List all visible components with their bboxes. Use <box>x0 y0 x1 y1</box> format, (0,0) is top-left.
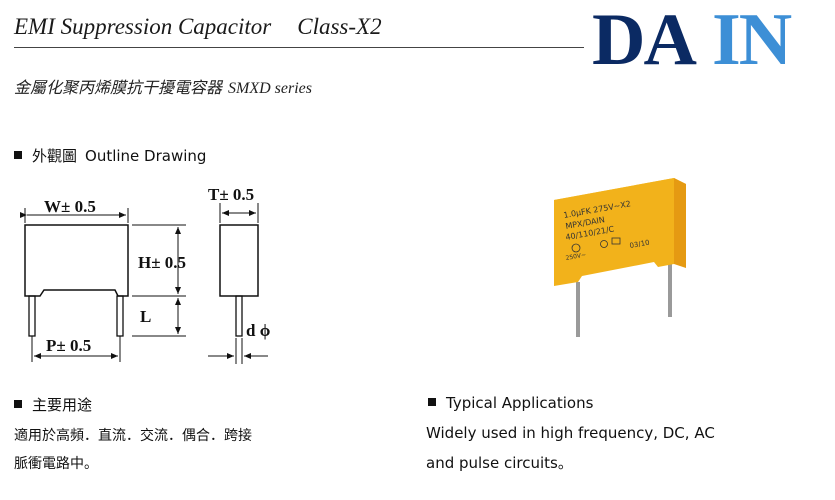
outline-heading: 外觀圖 Outline Drawing <box>14 145 206 166</box>
applications-heading-cn-text: 主要用途 <box>32 397 93 414</box>
svg-text:IN: IN <box>712 4 792 70</box>
dain-logo: DA IN <box>592 4 794 70</box>
applications-text-cn-line1: 適用於高頻．直流．交流．偶合．跨接 <box>14 428 252 444</box>
product-title: EMI Suppression Capacitor <box>14 14 272 39</box>
outline-heading-cn: 外觀圖 <box>32 148 78 165</box>
applications-heading-en: Typical Applications <box>428 394 593 412</box>
outline-drawing: W± 0.5 P± 0.5 H± 0.5 L T± 0.5 d ϕ <box>20 185 270 364</box>
series-label: SMXD series <box>228 80 312 97</box>
photo-body-front <box>554 178 674 286</box>
subtitle-chinese: 金屬化聚丙烯膜抗干擾電容器 <box>14 78 223 97</box>
front-lead-left <box>28 295 36 337</box>
bullet-icon <box>14 400 22 409</box>
outline-heading-en: Outline Drawing <box>85 147 207 165</box>
capacitor-photo: 1.0µFK 275V~X2 MPX/DAIN 40/110/21/C 250V… <box>554 178 686 337</box>
dim-l-label: L <box>140 307 151 326</box>
ce-mark-icon <box>611 237 621 245</box>
photo-lead-left <box>576 282 580 337</box>
subtitle: 金屬化聚丙烯膜抗干擾電容器 SMXD series <box>14 74 312 98</box>
document-title: EMI Suppression Capacitor Class-X2 <box>14 14 382 40</box>
dim-t-label: T± 0.5 <box>208 185 254 204</box>
side-view-body <box>219 224 259 297</box>
applications-text-cn-line2: 脈衝電路中。 <box>14 456 98 472</box>
applications-heading-en-text: Typical Applications <box>446 394 594 412</box>
dim-w-label: W± 0.5 <box>44 197 96 216</box>
bullet-icon <box>428 397 436 406</box>
front-view-body <box>24 224 129 297</box>
bullet-icon <box>14 151 22 160</box>
photo-body-side <box>674 178 686 268</box>
photo-marking-date: 03/10 <box>629 239 650 250</box>
side-view-lead <box>235 295 243 337</box>
photo-marking-voltage: 250V~ <box>565 251 586 261</box>
ul-mark-icon <box>571 243 581 253</box>
dim-d-label: d ϕ <box>246 321 270 340</box>
svg-text:DA: DA <box>592 4 696 70</box>
applications-text-en-line2: and pulse circuits。 <box>426 454 573 472</box>
applications-heading-cn: 主要用途 <box>14 394 92 415</box>
front-lead-right <box>116 295 124 337</box>
cert-mark-icon <box>600 240 608 248</box>
header-rule <box>14 47 584 48</box>
dim-p-label: P± 0.5 <box>46 336 91 355</box>
dim-h-label: H± 0.5 <box>138 253 186 272</box>
class-label: Class-X2 <box>297 14 382 39</box>
photo-lead-right <box>668 262 672 317</box>
applications-text-en-line1: Widely used in high frequency, DC, AC <box>426 424 715 442</box>
